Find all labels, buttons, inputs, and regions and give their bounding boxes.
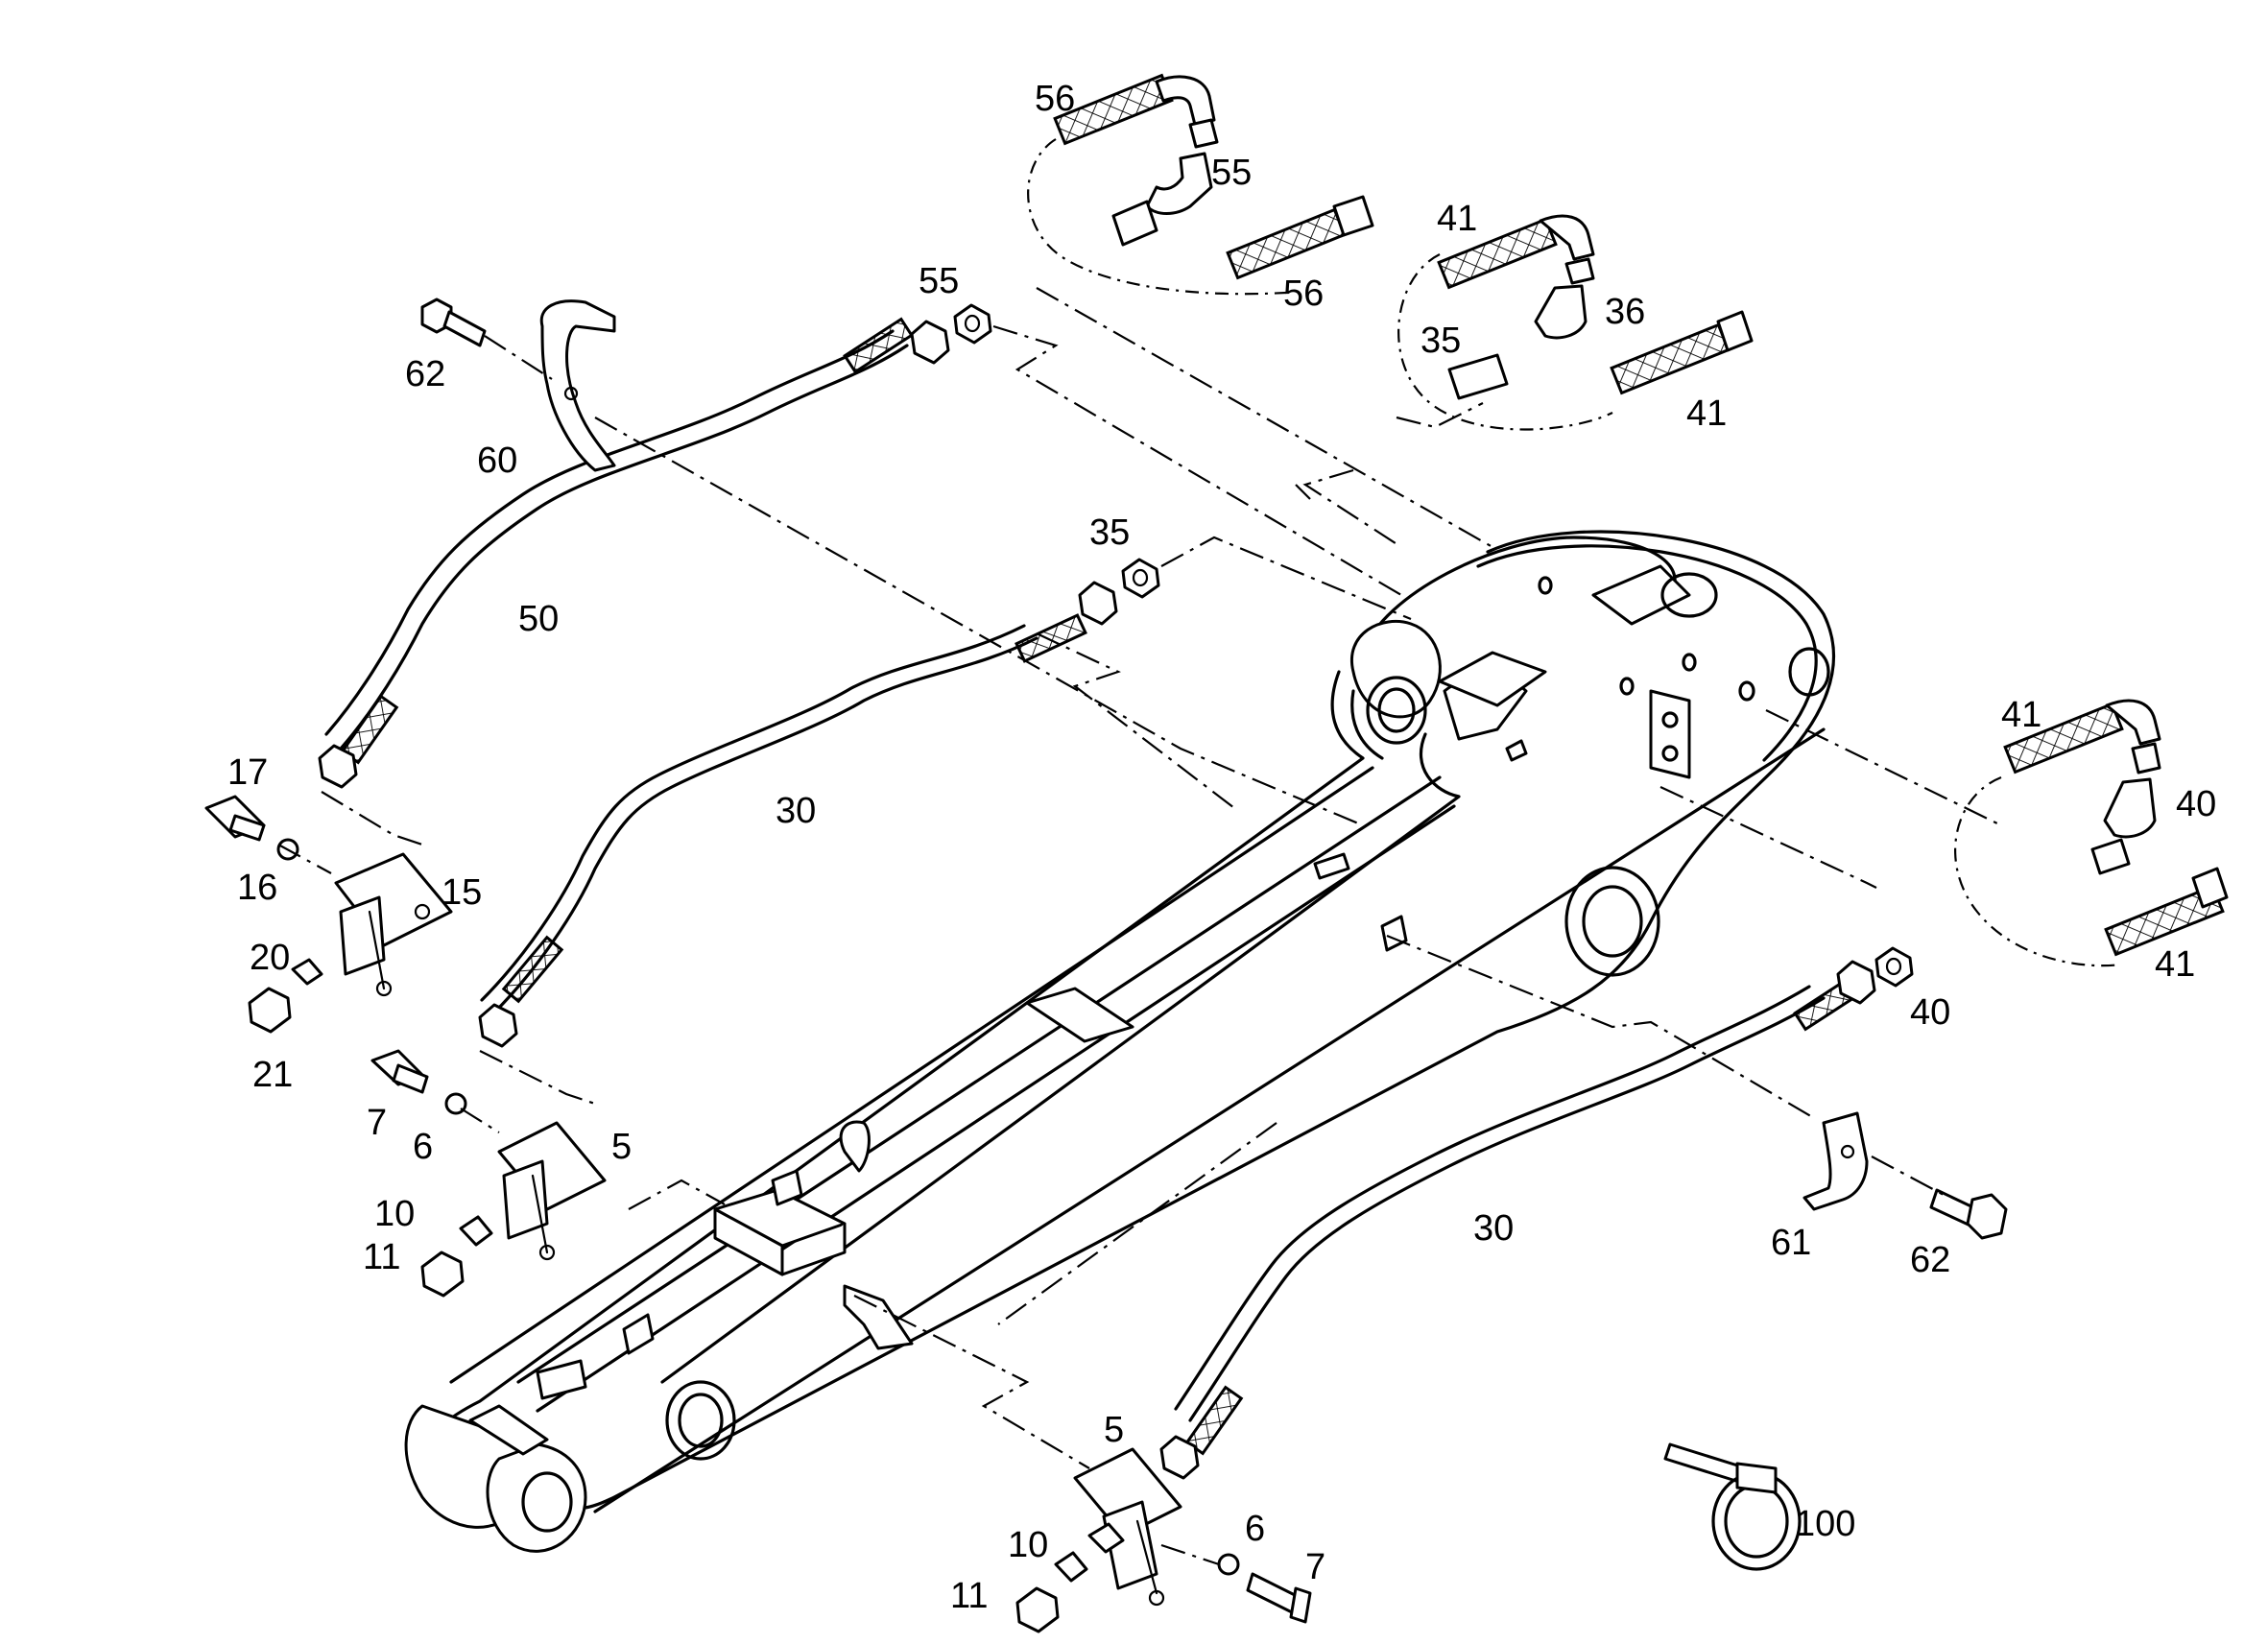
- clamp-61: [1802, 1111, 1869, 1211]
- nut-55: [953, 303, 992, 345]
- label-40: 40: [2176, 784, 2216, 824]
- label-5: 5: [1104, 1410, 1124, 1450]
- label-10: 10: [374, 1194, 415, 1234]
- label-41: 41: [2155, 944, 2195, 985]
- boom-arm: [404, 530, 1835, 1553]
- clamp-assembly-bottom: [1015, 1447, 1312, 1633]
- label-16: 16: [237, 868, 277, 908]
- part-labels: 56 55 56 55 41 36 35 41 62 60 50 35 30 1…: [227, 79, 2216, 1616]
- bolt-62-top: [420, 298, 487, 347]
- tube-end-hatches: [318, 317, 1876, 1480]
- label-61: 61: [1771, 1223, 1811, 1263]
- clamp-assembly-upper: [204, 795, 453, 1034]
- label-60: 60: [477, 441, 517, 481]
- label-7: 7: [367, 1103, 387, 1143]
- tube-30-lower: [1174, 985, 1826, 1422]
- label-30: 30: [1473, 1208, 1514, 1249]
- label-5: 5: [611, 1127, 632, 1167]
- label-30: 30: [776, 791, 816, 831]
- clamp-60: [539, 299, 616, 472]
- cable-tie-100: [1663, 1442, 1802, 1571]
- label-17: 17: [227, 752, 268, 793]
- label-100: 100: [1795, 1504, 1855, 1544]
- label-15: 15: [442, 872, 482, 913]
- label-36: 36: [1605, 292, 1645, 332]
- hose-group-41-40: [1954, 699, 2229, 967]
- hose-group-56-55: [1027, 73, 1374, 296]
- label-56: 56: [1035, 79, 1075, 119]
- tube-30-upper: [480, 624, 1039, 1014]
- label-40: 40: [1910, 992, 1950, 1033]
- label-20: 20: [250, 938, 290, 978]
- label-56: 56: [1283, 274, 1324, 314]
- bolt-62-right: [1929, 1188, 2008, 1240]
- label-41: 41: [2001, 695, 2041, 735]
- label-35: 35: [1420, 321, 1461, 361]
- label-11: 11: [363, 1237, 400, 1277]
- nut-40: [1874, 946, 1914, 988]
- label-11: 11: [950, 1576, 988, 1616]
- clamp-assembly-lower-left: [370, 1049, 607, 1298]
- label-50: 50: [518, 599, 559, 639]
- leader-lines: [277, 287, 2002, 1566]
- tube-50: [324, 329, 909, 751]
- label-6: 6: [1245, 1509, 1265, 1549]
- label-7: 7: [1305, 1547, 1325, 1587]
- label-35: 35: [1089, 512, 1130, 553]
- label-41: 41: [1437, 199, 1477, 239]
- label-6: 6: [413, 1127, 433, 1167]
- label-62: 62: [405, 354, 445, 394]
- label-62: 62: [1910, 1240, 1950, 1280]
- nut-35: [1121, 558, 1160, 599]
- hose-group-41-36-35: [1397, 214, 1754, 431]
- label-21: 21: [252, 1055, 293, 1095]
- label-55: 55: [919, 261, 959, 301]
- label-41: 41: [1686, 393, 1727, 434]
- label-55: 55: [1211, 153, 1252, 193]
- label-10: 10: [1008, 1525, 1048, 1565]
